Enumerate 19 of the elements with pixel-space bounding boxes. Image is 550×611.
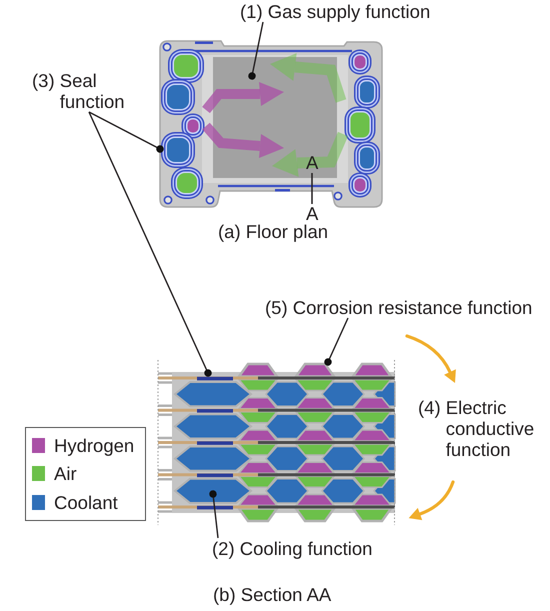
legend-label: Hydrogen [54,434,134,456]
function-label: (5) Corrosion resistance function [265,297,532,318]
leader-line [88,112,212,377]
figure-caption: (b) Section AA [213,584,332,605]
legend-label: Coolant [54,492,118,512]
figure-caption: (a) Floor plan [218,221,328,242]
leader-line [248,22,264,80]
section-marker-label: A [306,152,318,173]
leader-line [88,111,164,153]
function-label: (2) Cooling function [212,538,372,559]
function-label: (1) Gas supply function [240,1,430,22]
fuel-cell-plate-illustration [159,40,383,208]
function-label: (4) Electric conductive function [418,397,536,460]
leader-line [209,490,219,538]
leader-line [324,318,349,366]
stack-cross-section-illustration [156,360,396,526]
legend-label: Air [54,463,77,484]
function-label: (3) Seal function [32,70,132,112]
section-marker-label: A [306,203,318,224]
